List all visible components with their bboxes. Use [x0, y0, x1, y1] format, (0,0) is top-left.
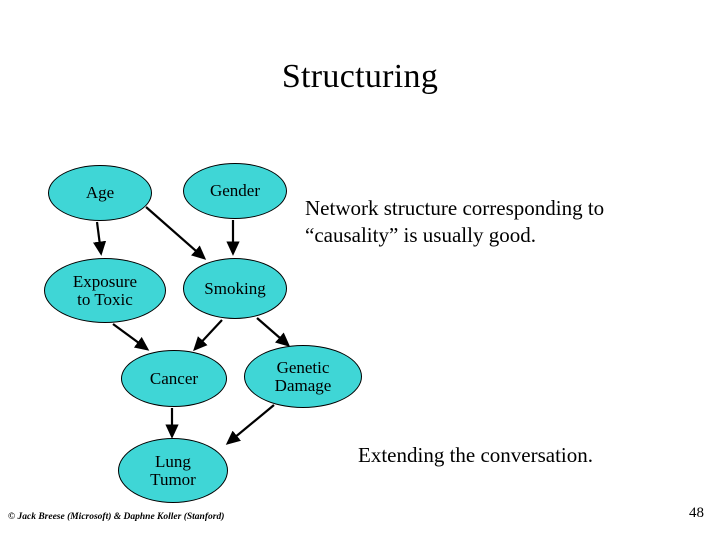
node-smoking-label: Smoking	[204, 278, 266, 298]
node-gender-label: Gender	[209, 181, 261, 201]
node-exposure-to-toxic-label: Exposure to Toxic	[72, 271, 138, 309]
edge-age-smoking	[145, 206, 207, 260]
edge-smoking-cancer	[193, 319, 223, 352]
node-age[interactable]: Age	[48, 165, 152, 221]
node-age-label: Age	[85, 183, 115, 203]
causality-note: Network structure corresponding to “caus…	[305, 196, 605, 247]
page-title: Structuring	[281, 58, 439, 95]
edge-exposure-cancer	[112, 323, 150, 351]
node-lung-tumor-label: Lung Tumor	[150, 451, 196, 489]
edge-age-exposure	[92, 221, 107, 256]
node-cancer[interactable]: Cancer	[121, 350, 227, 407]
node-genetic-damage[interactable]: Genetic Damage	[244, 345, 362, 408]
page-number: 48	[689, 505, 704, 521]
extending-conversation-note: Extending the conversation.	[358, 443, 594, 467]
node-genetic-damage-label: Genetic Damage	[274, 357, 332, 395]
edge-smoking-genetic	[256, 317, 291, 347]
node-cancer-label: Cancer	[149, 368, 199, 388]
node-lung-tumor[interactable]: Lung Tumor	[118, 438, 228, 503]
edge-genetic-lung	[225, 404, 275, 445]
author-credit: © Jack Breese (Microsoft) & Daphne Kolle…	[8, 512, 225, 522]
node-gender[interactable]: Gender	[183, 163, 287, 219]
node-smoking[interactable]: Smoking	[183, 258, 287, 319]
node-exposure-to-toxic[interactable]: Exposure to Toxic	[44, 258, 166, 323]
